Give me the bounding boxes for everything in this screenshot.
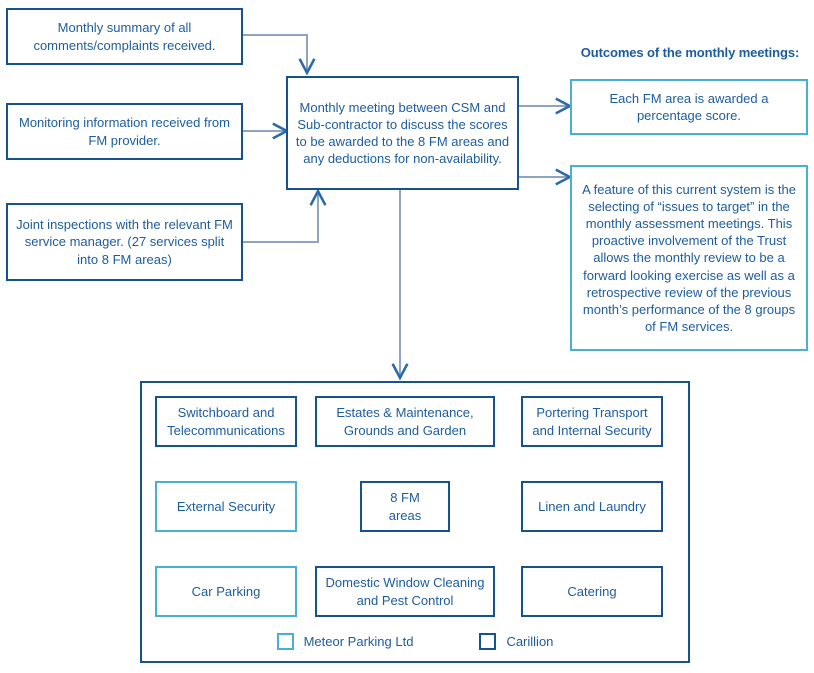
fm-linen-and-laundry-box[interactable]: Linen and Laundry	[521, 481, 663, 532]
outcome-issues-to-target-text: A feature of this current system is the …	[582, 181, 796, 335]
fm-domestic-window-cleaning-text: Domestic Window Cleaning and Pest Contro…	[325, 575, 485, 608]
fm-catering-box[interactable]: Catering	[521, 566, 663, 617]
fm-catering-text: Catering	[567, 583, 617, 599]
fm-switchboard-telecommunications-box[interactable]: Switchboard and Telecommunications	[155, 396, 297, 447]
legend-carillion-label: Carillion	[506, 633, 554, 649]
legend-swatch-dark-icon	[479, 632, 497, 650]
process-monthly-meeting-box[interactable]: Monthly meeting between CSM and Sub-cont…	[286, 76, 519, 190]
input-joint-inspections-text: Joint inspections with the relevant FM s…	[16, 217, 233, 267]
fm-car-parking-text: Car Parking	[191, 583, 261, 599]
legend-meteor-parking: Meteor Parking Ltd	[276, 632, 414, 650]
legend-swatch-light-icon	[276, 632, 294, 650]
fm-linen-and-laundry-text: Linen and Laundry	[538, 498, 646, 514]
fm-car-parking-box[interactable]: Car Parking	[155, 566, 297, 617]
input-monthly-summary-box[interactable]: Monthly summary of all comments/complain…	[6, 8, 243, 65]
fm-portering-transport-box[interactable]: Portering Transport and Internal Securit…	[521, 396, 663, 447]
fm-estates-maintenance-box[interactable]: Estates & Maintenance, Grounds and Garde…	[315, 396, 495, 447]
outcome-percentage-score-box[interactable]: Each FM area is awarded a percentage sco…	[570, 79, 808, 135]
fm-domestic-window-cleaning-box[interactable]: Domestic Window Cleaning and Pest Contro…	[315, 566, 495, 617]
legend-meteor-parking-label: Meteor Parking Ltd	[303, 633, 414, 649]
hub-line-1: 8 FM	[390, 490, 420, 506]
outcome-issues-to-target-box[interactable]: A feature of this current system is the …	[570, 165, 808, 351]
legend: Meteor Parking Ltd Carillion	[140, 628, 690, 654]
fm-portering-transport-text: Portering Transport and Internal Securit…	[532, 405, 652, 438]
input-joint-inspections-box[interactable]: Joint inspections with the relevant FM s…	[6, 203, 243, 281]
input-monthly-summary-text: Monthly summary of all comments/complain…	[33, 20, 216, 53]
legend-carillion: Carillion	[479, 632, 554, 650]
fm-estates-maintenance-text: Estates & Maintenance, Grounds and Garde…	[336, 405, 474, 438]
outcomes-heading: Outcomes of the monthly meetings:	[580, 45, 800, 60]
process-monthly-meeting-text: Monthly meeting between CSM and Sub-cont…	[295, 99, 510, 167]
fm-external-security-box[interactable]: External Security	[155, 481, 297, 532]
input-monitoring-information-box[interactable]: Monitoring information received from FM …	[6, 103, 243, 160]
fm-switchboard-telecommunications-text: Switchboard and Telecommunications	[167, 405, 285, 438]
hub-8-fm-areas-box[interactable]: 8 FM areas	[360, 481, 450, 532]
hub-line-2: areas	[388, 507, 422, 523]
fm-external-security-text: External Security	[176, 498, 276, 514]
outcome-percentage-score-text: Each FM area is awarded a percentage sco…	[609, 90, 769, 123]
input-monitoring-information-text: Monitoring information received from FM …	[19, 115, 230, 148]
